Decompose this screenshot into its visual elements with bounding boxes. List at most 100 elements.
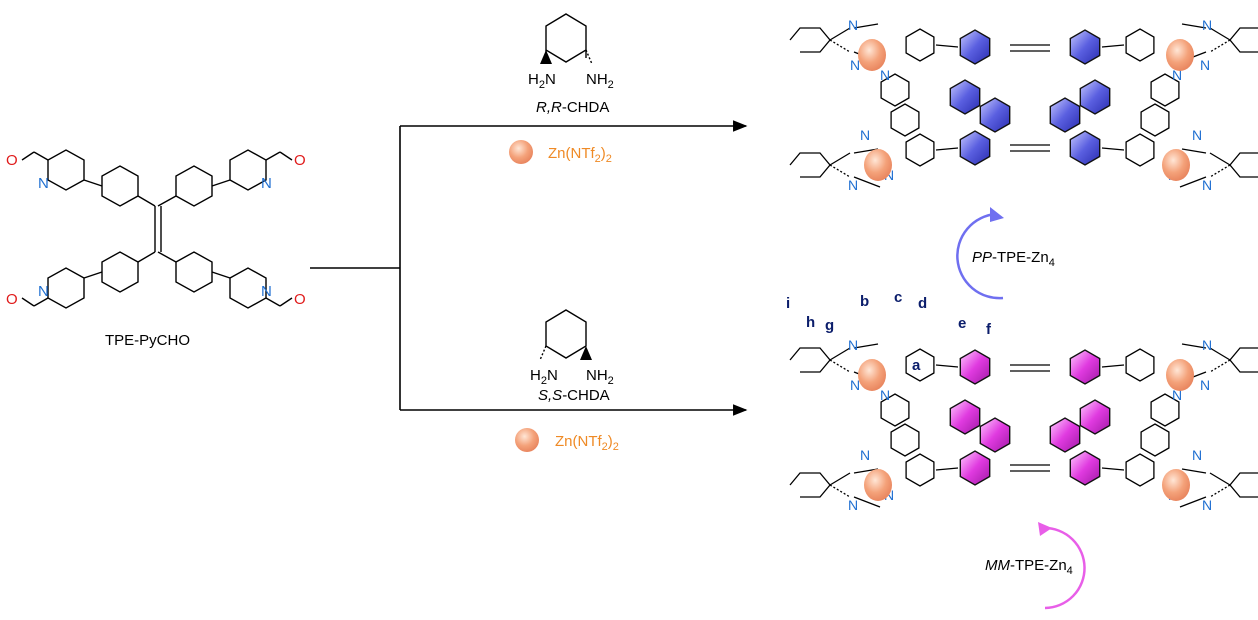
imine-bond <box>1181 148 1207 154</box>
link-bond <box>935 364 959 368</box>
pp-product-label: PP-TPE-Zn4 <box>972 249 1055 269</box>
top-reagent-name: R,R-CHDA <box>536 99 609 116</box>
link-bond <box>1101 364 1125 368</box>
cyclohexane-ring <box>789 347 831 373</box>
proton-label-f: f <box>986 321 992 338</box>
zn-sphere <box>1162 469 1190 501</box>
phenyl-ring <box>1079 399 1111 435</box>
atom-n-label: N <box>1172 387 1182 403</box>
pyridine-ring <box>890 103 920 137</box>
pyridine-ring <box>905 348 935 382</box>
reaction-arrows <box>310 120 748 416</box>
phenyl-ring <box>1049 417 1081 453</box>
phenyl-ring <box>959 349 991 385</box>
atom-n-label: N <box>880 67 890 83</box>
pyridine-ring <box>1150 393 1180 427</box>
imine-bond <box>829 347 851 361</box>
atom-n-label: N <box>1192 127 1202 143</box>
pyridine-ring <box>905 453 935 487</box>
start-molecule <box>21 149 293 309</box>
pyridine-ring <box>905 133 935 167</box>
proton-label-i: i <box>786 295 790 312</box>
mm-rotation-arrow <box>1043 526 1086 610</box>
atom-o-ur: O <box>294 152 306 169</box>
bottom-diamine-structure <box>539 309 592 361</box>
imine-bond <box>829 484 851 498</box>
zn-sphere <box>864 469 892 501</box>
imine-bond <box>829 164 851 178</box>
pyridine-ring <box>890 423 920 457</box>
atom-n-ll: N <box>38 283 49 300</box>
imine-bond <box>1209 27 1231 41</box>
imine-bond <box>853 176 881 188</box>
mm-rotation-arrowhead <box>1038 522 1052 536</box>
top-zn-ball <box>509 140 533 164</box>
cyclohexane-ring <box>789 152 831 178</box>
top-amine-left: H2N <box>528 71 556 91</box>
atom-n-label: N <box>848 497 858 513</box>
bottom-zn-ball <box>515 428 539 452</box>
bottom-amine-right: NH2 <box>586 367 614 387</box>
start-label: TPE-PyCHO <box>105 332 190 349</box>
atom-n-label: N <box>1202 17 1212 33</box>
link-bond <box>1101 147 1125 151</box>
top-amine-right: NH2 <box>586 71 614 91</box>
pyridine-ring <box>1140 423 1170 457</box>
atom-o-lr: O <box>294 291 306 308</box>
pp-rotation-arrowhead <box>990 207 1004 222</box>
proton-label-e: e <box>958 315 966 332</box>
atom-n-label: N <box>850 377 860 393</box>
imine-bond <box>853 496 881 508</box>
cyclohexane-ring <box>1229 152 1258 178</box>
imine-bond <box>829 152 851 166</box>
imine-bond <box>1209 472 1231 486</box>
atom-n-label: N <box>860 447 870 463</box>
link-bond <box>935 467 959 471</box>
cyclohexane-ring <box>1229 27 1258 53</box>
imine-bond <box>1209 39 1231 53</box>
cyclohexane-ring <box>1229 347 1258 373</box>
phenyl-ring <box>979 97 1011 133</box>
proton-label-c: c <box>894 289 902 306</box>
atom-n-label: N <box>880 387 890 403</box>
atom-n-label: N <box>1202 177 1212 193</box>
imine-bond <box>853 23 879 29</box>
atom-n-label: N <box>1202 337 1212 353</box>
pyridine-ring <box>1125 453 1155 487</box>
phenyl-ring <box>959 130 991 166</box>
bottom-reagent-name: S,S-CHDA <box>538 387 610 404</box>
pyridine-ring <box>880 73 910 107</box>
imine-bond <box>1209 164 1231 178</box>
pyridine-ring <box>1125 348 1155 382</box>
phenyl-ring <box>1079 79 1111 115</box>
zn-sphere <box>1166 359 1194 391</box>
imine-bond <box>829 27 851 41</box>
atom-n-label: N <box>850 57 860 73</box>
atom-n-ur: N <box>261 175 272 192</box>
phenyl-ring <box>979 417 1011 453</box>
atom-n-label: N <box>884 487 894 503</box>
atom-n-label: N <box>860 127 870 143</box>
zn-sphere <box>858 39 886 71</box>
imine-bond <box>1209 152 1231 166</box>
pyridine-ring <box>880 393 910 427</box>
atom-n-ul: N <box>38 175 49 192</box>
link-bond <box>1101 467 1125 471</box>
phenyl-ring <box>1069 29 1101 65</box>
atom-n-label: N <box>1192 447 1202 463</box>
phenyl-ring <box>1069 349 1101 385</box>
bottom-metal-salt: Zn(NTf2)2 <box>555 433 619 453</box>
imine-bond <box>853 343 879 349</box>
pp-rotation-arrow <box>956 212 1004 300</box>
zn-sphere <box>858 359 886 391</box>
imine-bond <box>1209 347 1231 361</box>
cyclohexane-ring <box>789 27 831 53</box>
atom-n-label: N <box>848 17 858 33</box>
atom-n-label: N <box>848 177 858 193</box>
atom-n-lr: N <box>261 283 272 300</box>
zn-sphere <box>864 149 892 181</box>
atom-n-label: N <box>1202 497 1212 513</box>
pyridine-ring <box>905 28 935 62</box>
